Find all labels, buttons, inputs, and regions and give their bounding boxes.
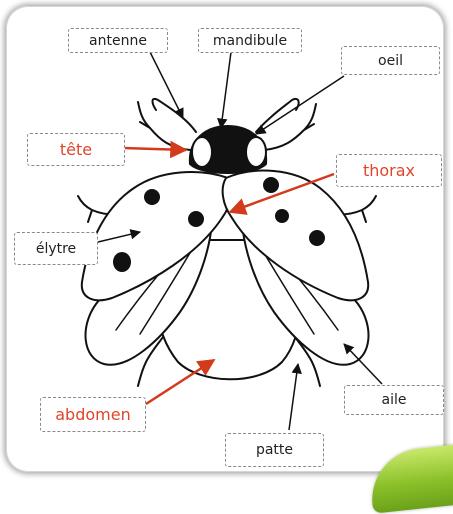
arrow-mandibule bbox=[221, 52, 231, 128]
label-aile: aile bbox=[344, 385, 444, 415]
arrow-oeil bbox=[256, 76, 344, 134]
label-oeil: oeil bbox=[341, 46, 440, 75]
arrow-abdomen bbox=[146, 360, 214, 404]
label-mandibule: mandibule bbox=[198, 28, 302, 53]
label-patte: patte bbox=[225, 433, 324, 467]
label-thorax: thorax bbox=[336, 154, 442, 187]
arrow-patte bbox=[289, 364, 298, 430]
left-antenna bbox=[153, 99, 197, 132]
label-antenne: antenne bbox=[68, 28, 168, 53]
right-eye bbox=[246, 137, 266, 167]
front-left-leg bbox=[138, 102, 190, 150]
right-antenna bbox=[256, 99, 299, 132]
label-abdomen: abdomen bbox=[40, 397, 146, 432]
label-tete: tête bbox=[27, 133, 125, 166]
label-elytre: élytre bbox=[14, 232, 98, 265]
left-eye bbox=[192, 137, 212, 167]
